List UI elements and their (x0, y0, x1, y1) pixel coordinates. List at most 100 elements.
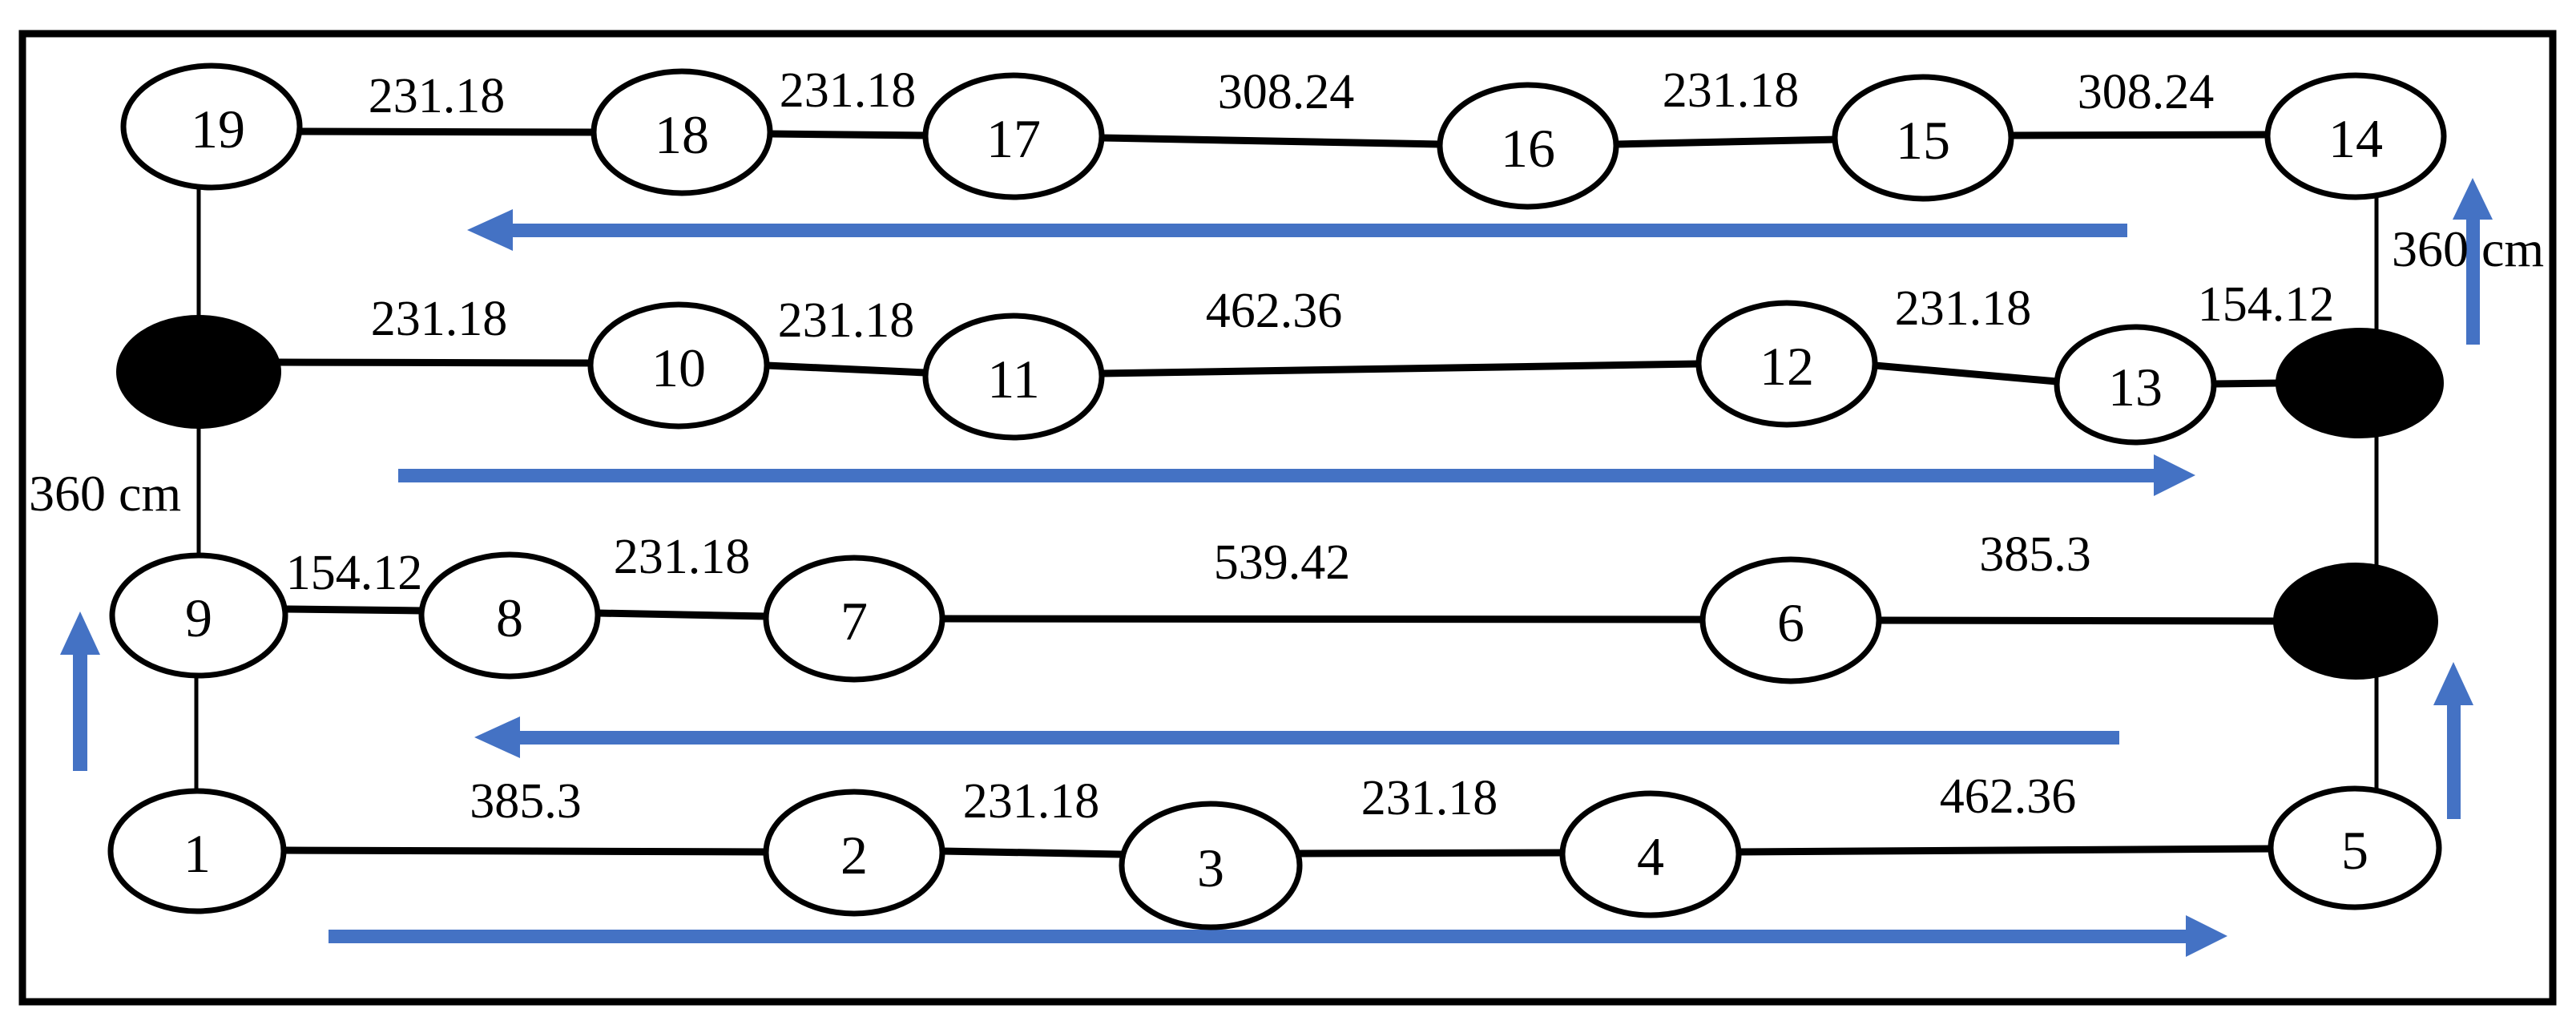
node-6-shape (1699, 556, 1882, 684)
edge-label-10-11: 231.18 (778, 293, 915, 348)
node-11: 11 (922, 313, 1105, 441)
node-15-shape (1832, 74, 2014, 202)
node-5-label: 5 (2341, 820, 2368, 881)
edge-17-16 (1101, 134, 1441, 148)
node-8: 8 (418, 551, 601, 680)
edge-2-3 (941, 847, 1123, 858)
node-18: 18 (591, 68, 773, 196)
edge-1-2 (284, 846, 767, 856)
edge-label-7-6: 539.42 (1214, 535, 1351, 590)
node-14: 14 (2264, 72, 2447, 200)
node-6: 6 (1699, 556, 1882, 684)
node-2-shape (763, 789, 945, 917)
edge-16-15 (1615, 135, 1836, 148)
horizontal-edges (278, 127, 2280, 858)
edge-11-12 (1101, 360, 1699, 377)
edge-distance-labels: 231.18 231.18 308.24 231.18 308.24 231.1… (286, 63, 2335, 829)
arrow-right-upper-up (2453, 178, 2493, 345)
edge-label-19-18: 231.18 (369, 69, 506, 123)
node-9-shape (109, 552, 288, 679)
edge-label-depot-10: 231.18 (371, 292, 508, 346)
node-19: 19 (120, 63, 303, 191)
edge-label-18-17: 231.18 (780, 63, 917, 118)
edge-8-7 (597, 609, 767, 620)
edge-label-6-depot: 385.3 (1979, 527, 2091, 582)
edge-label-17-16: 308.24 (1218, 65, 1355, 119)
edge-label-4-5: 462.36 (1940, 769, 2077, 824)
edge-12-13 (1874, 361, 2058, 385)
arrow-row1-left (467, 209, 2127, 251)
node-16-label: 16 (1501, 118, 1555, 179)
node-7-label: 7 (841, 591, 868, 652)
distance-label-left: 360 cm (29, 465, 181, 522)
arrow-row4-right (329, 915, 2227, 957)
node-3-shape (1119, 801, 1303, 930)
depot-node-row3-right (2273, 563, 2438, 680)
node-7: 7 (763, 555, 945, 683)
arrow-row3-left (474, 716, 2119, 758)
edge-depot-left-10 (278, 358, 591, 367)
node-6-label: 6 (1777, 592, 1804, 653)
node-17-label: 17 (986, 108, 1041, 169)
edge-6-depot-right-lower (1878, 616, 2276, 625)
node-13-label: 13 (2108, 357, 2163, 418)
edge-18-17 (769, 130, 926, 139)
edge-label-15-14: 308.24 (2078, 65, 2215, 119)
node-8-label: 8 (496, 587, 523, 648)
diagram-border (18, 30, 2557, 1006)
edge-13-depot-right-upper (2213, 379, 2280, 388)
edge-label-11-12: 462.36 (1206, 284, 1343, 338)
node-2-label: 2 (841, 825, 868, 886)
edge-19-18 (299, 127, 595, 136)
depot-node-row2-left (116, 315, 281, 429)
flow-arrows (60, 178, 2493, 957)
nodes: 19 18 17 16 15 14 10 11 (107, 63, 2447, 930)
node-19-shape (120, 63, 303, 191)
edge-label-9-8: 154.12 (286, 546, 423, 600)
node-5: 5 (2268, 785, 2442, 910)
node-10-shape (587, 301, 770, 430)
node-7-shape (763, 555, 945, 683)
node-12-label: 12 (1760, 336, 1814, 397)
edge-label-2-3: 231.18 (963, 774, 1100, 829)
node-11-label: 11 (987, 349, 1039, 410)
node-18-label: 18 (655, 104, 709, 165)
node-10: 10 (587, 301, 770, 430)
node-4: 4 (1559, 790, 1742, 918)
node-8-shape (418, 551, 601, 680)
distance-label-right: 360 cm (2392, 220, 2544, 277)
node-16: 16 (1437, 82, 1619, 210)
node-16-shape (1437, 82, 1619, 210)
node-1: 1 (107, 788, 287, 914)
node-9: 9 (109, 552, 288, 679)
node-12: 12 (1695, 300, 1878, 428)
edge-label-1-2: 385.3 (470, 774, 582, 829)
depot-nodes (116, 315, 2444, 680)
node-3: 3 (1119, 801, 1303, 930)
edge-label-3-4: 231.18 (1361, 771, 1498, 825)
node-11-shape (922, 313, 1105, 441)
node-14-shape (2264, 72, 2447, 200)
node-15: 15 (1832, 74, 2014, 202)
node-9-label: 9 (185, 587, 212, 648)
node-1-shape (107, 788, 287, 914)
node-14-label: 14 (2328, 108, 2383, 169)
node-15-label: 15 (1896, 110, 1950, 171)
edge-label-16-15: 231.18 (1663, 63, 1800, 118)
edge-label-12-13: 231.18 (1895, 281, 2032, 336)
edge-4-5 (1738, 845, 2279, 856)
edge-9-8 (286, 605, 422, 615)
node-17-shape (922, 72, 1105, 200)
node-12-shape (1695, 300, 1878, 428)
edge-10-11 (766, 361, 926, 377)
node-19-label: 19 (191, 99, 245, 159)
vertical-edges (194, 188, 2379, 792)
node-13: 13 (2054, 324, 2217, 446)
node-1-label: 1 (183, 823, 211, 884)
arrow-row2-right (398, 454, 2195, 496)
node-10-label: 10 (651, 337, 706, 398)
node-18-shape (591, 68, 773, 196)
node-3-label: 3 (1197, 837, 1224, 898)
node-17: 17 (922, 72, 1105, 200)
